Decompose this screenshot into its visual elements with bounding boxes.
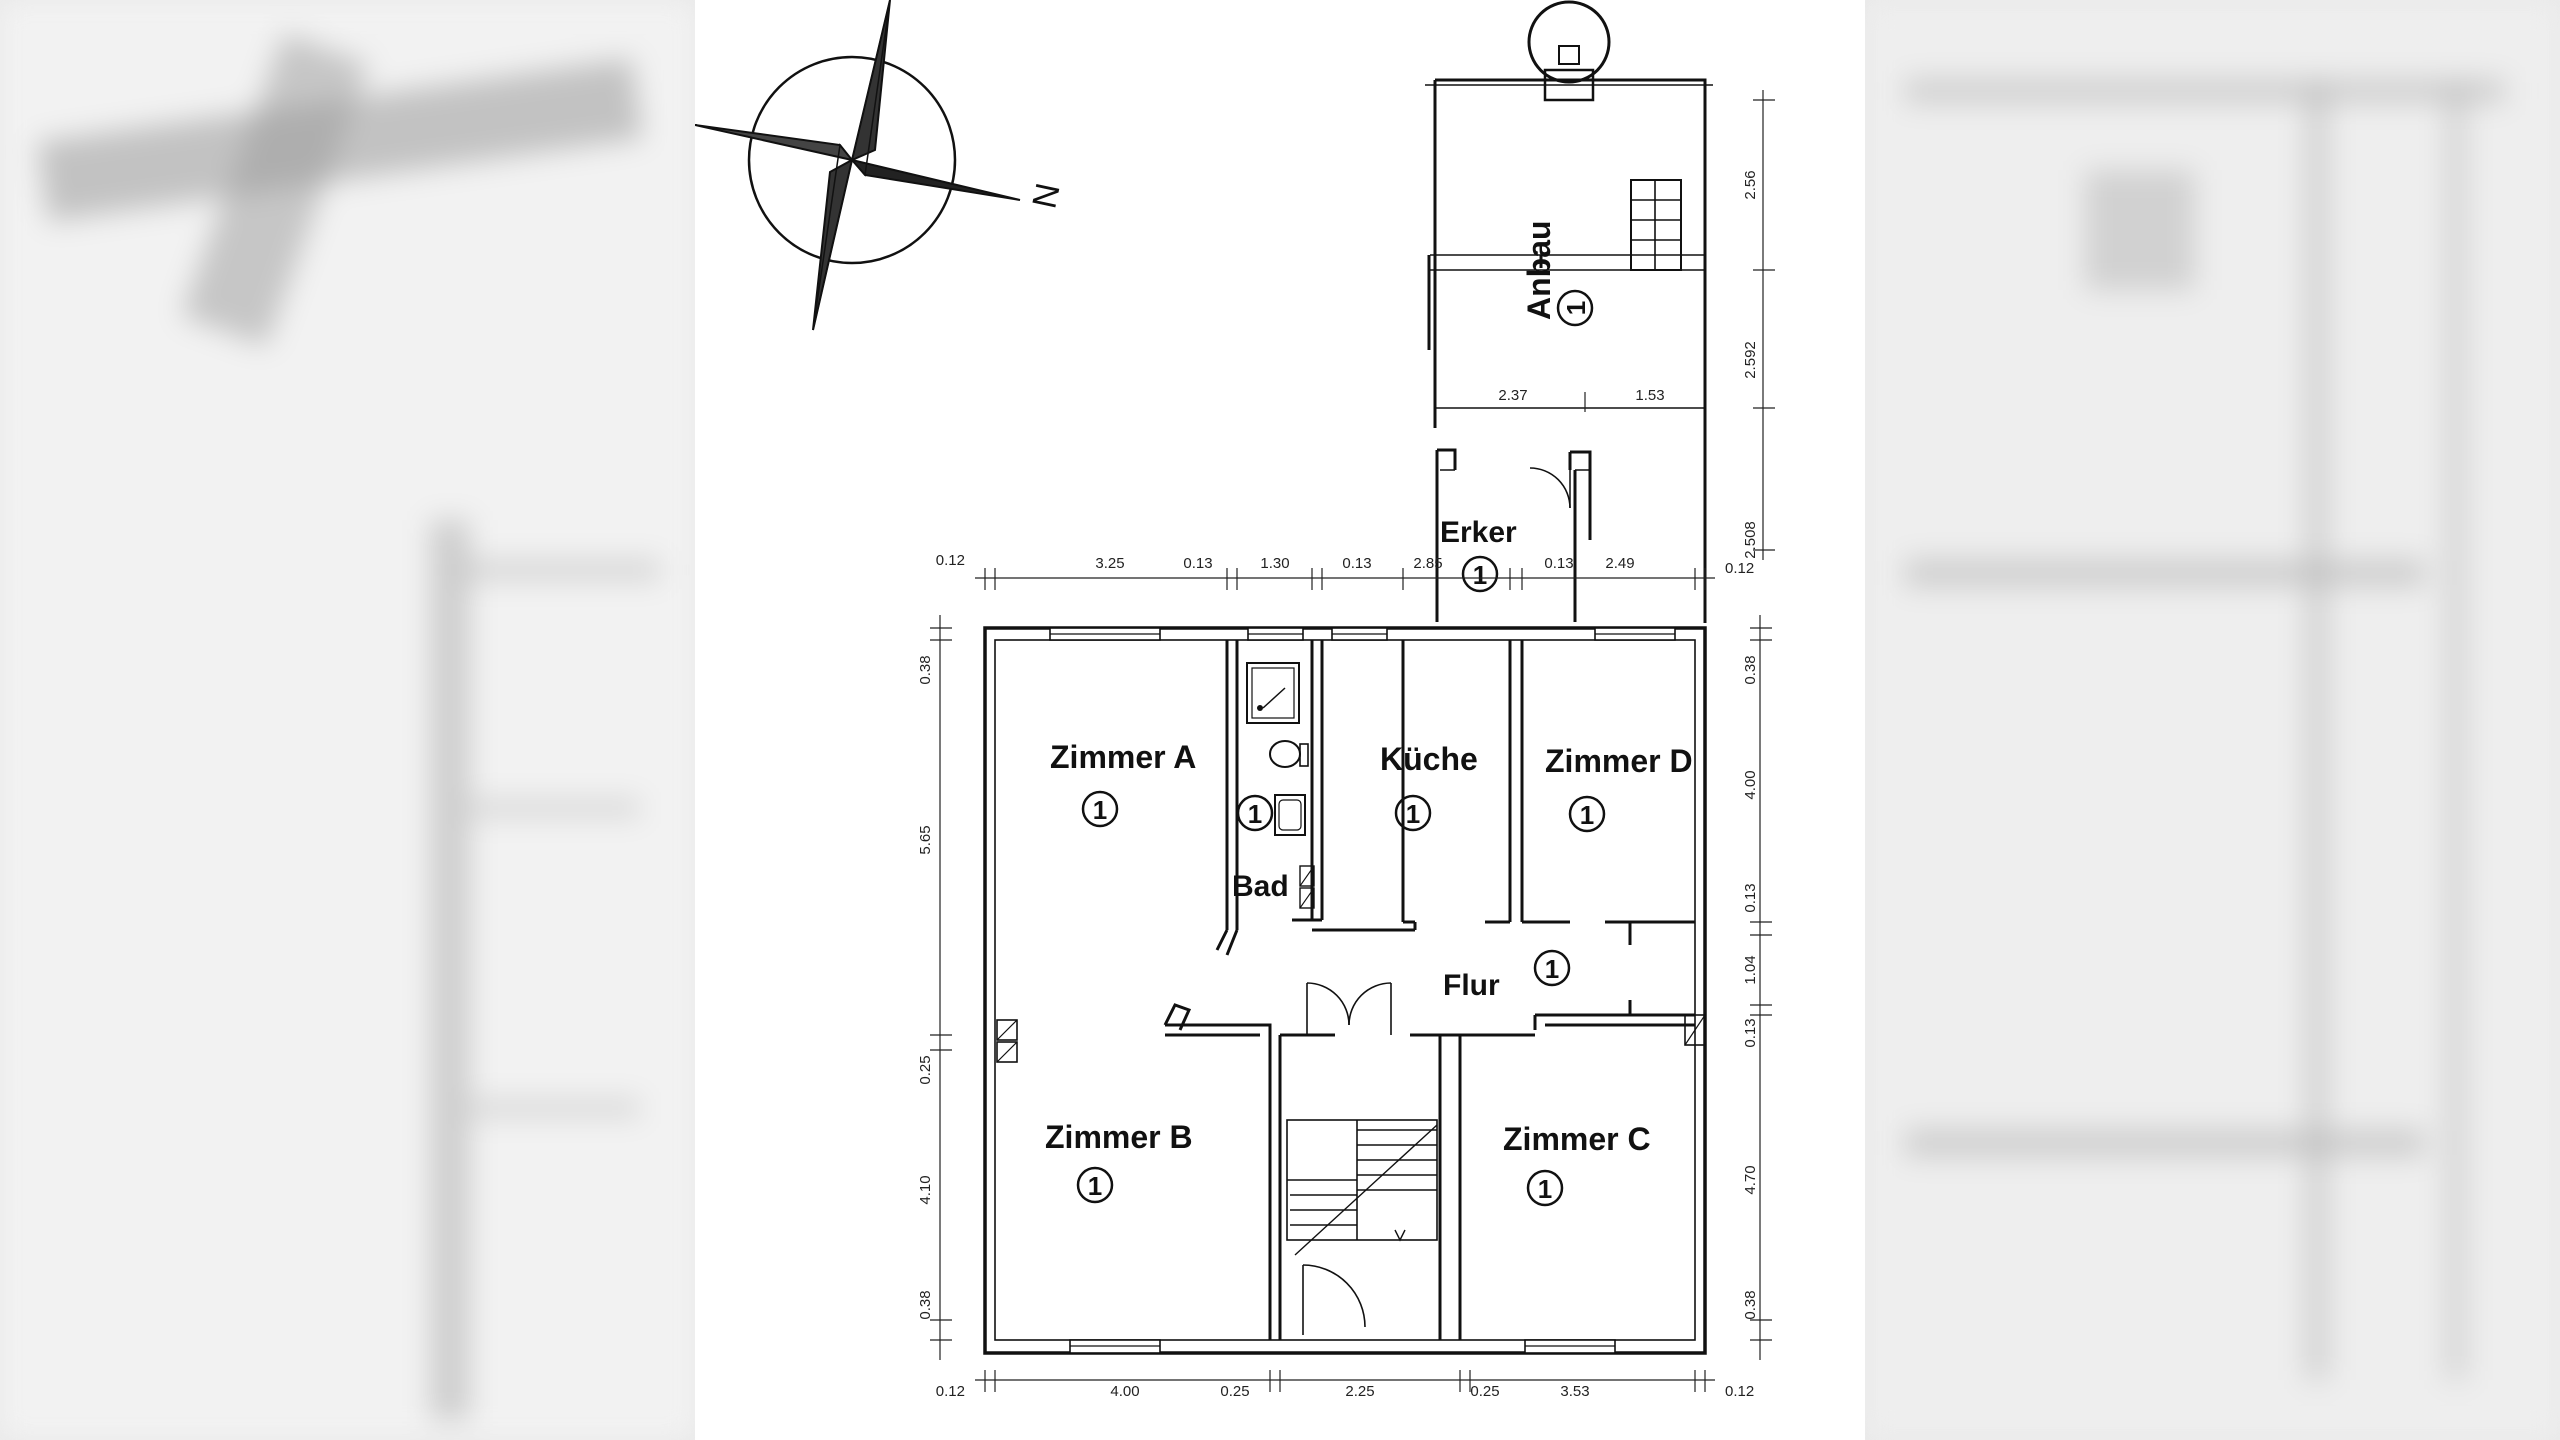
unit-marker-zimmer-d: 1 (1580, 800, 1594, 830)
dim-top-5: 2.85 (1413, 555, 1442, 572)
unit-marker-erker: 1 (1473, 560, 1487, 590)
unit-marker-anbau: 1 (1561, 301, 1591, 315)
dim-bottom-4: 0.25 (1470, 1383, 1499, 1400)
room-label-zimmer-a: Zimmer A (1050, 739, 1196, 775)
room-label-zimmer-c: Zimmer C (1503, 1121, 1651, 1157)
north-label: N (1025, 180, 1067, 212)
dim-annex-2: 2.508 (1742, 521, 1759, 559)
room-flur: 1 Flur (1443, 949, 1571, 1002)
room-label-kueche: Küche (1380, 741, 1478, 777)
floor-plan-sheet: N (695, 0, 1865, 1440)
dim-right-3: 1.04 (1742, 955, 1759, 984)
room-label-zimmer-d: Zimmer D (1545, 743, 1693, 779)
room-zimmer-c: Zimmer C 1 (1503, 1121, 1651, 1207)
room-label-zimmer-b: Zimmer B (1045, 1119, 1193, 1155)
dim-top-6: 0.13 (1544, 555, 1573, 572)
unit-marker-zimmer-b: 1 (1088, 1171, 1102, 1201)
dim-left-2: 0.25 (917, 1055, 934, 1084)
compass-rose-icon (695, 0, 1021, 331)
dim-bottom-0: 0.12 (936, 1383, 965, 1400)
dim-right-4: 0.13 (1742, 1018, 1759, 1047)
room-anbau: Anbau 1 (1521, 220, 1594, 327)
dim-left-4: 0.38 (917, 1290, 934, 1319)
room-label-anbau: Anbau (1521, 220, 1557, 320)
dim-annex-inner-0: 2.37 (1498, 387, 1527, 404)
room-zimmer-b: Zimmer B 1 (1045, 1119, 1193, 1204)
annex-walls (1425, 0, 1713, 623)
blurred-background-left (0, 0, 695, 1440)
unit-marker-zimmer-c: 1 (1538, 1174, 1552, 1204)
dimension-row-annex: 2.37 1.53 (1498, 387, 1665, 412)
dim-bottom-2: 0.25 (1220, 1383, 1249, 1400)
room-label-bad: Bad (1232, 870, 1289, 903)
dim-bottom-5: 3.53 (1560, 1383, 1589, 1400)
room-kueche: Küche 1 (1380, 741, 1478, 832)
dim-top-7: 2.49 (1605, 555, 1634, 572)
unit-marker-zimmer-a: 1 (1093, 795, 1107, 825)
unit-marker-flur: 1 (1545, 954, 1559, 984)
floor-plan: N (695, 0, 1775, 1400)
dim-left-0: 0.38 (917, 655, 934, 684)
dim-left-1: 5.65 (917, 825, 934, 854)
dim-bottom-3: 2.25 (1345, 1383, 1374, 1400)
dim-left-3: 4.10 (917, 1175, 934, 1204)
dim-right-0: 0.38 (1742, 655, 1759, 684)
dim-bottom-1: 4.00 (1110, 1383, 1139, 1400)
dim-right-2: 0.13 (1742, 883, 1759, 912)
room-label-flur: Flur (1443, 969, 1500, 1002)
interior-walls (996, 640, 1706, 1340)
unit-marker-kueche: 1 (1406, 799, 1420, 829)
dim-top-8: 0.12 (1725, 560, 1754, 577)
dim-top-3: 1.30 (1260, 555, 1289, 572)
bathroom-fixtures (1246, 662, 1315, 909)
dim-top-1: 3.25 (1095, 555, 1124, 572)
dim-right-1: 4.00 (1742, 770, 1759, 799)
dimension-column-annex: 2.56 2.592 2.508 (1742, 90, 1775, 560)
dim-annex-0: 2.56 (1742, 170, 1759, 199)
room-zimmer-d: Zimmer D 1 (1545, 743, 1693, 833)
dimension-column-right: 0.38 4.00 0.13 1.04 0.13 4.70 0.38 (1742, 615, 1772, 1360)
room-zimmer-a: Zimmer A 1 (1050, 739, 1196, 828)
dim-top-0: 0.12 (936, 552, 965, 569)
staircase-icon (1286, 1119, 1438, 1256)
erker-walls (1435, 448, 1592, 622)
room-label-erker: Erker (1440, 516, 1517, 549)
dim-annex-inner-1: 1.53 (1635, 387, 1664, 404)
dimension-row-bottom: 0.12 4.00 0.25 2.25 0.25 3.53 0.12 (936, 1370, 1754, 1400)
dim-bottom-6: 0.12 (1725, 1383, 1754, 1400)
dim-top-4: 0.13 (1342, 555, 1371, 572)
room-erker: Erker 1 (1440, 516, 1517, 593)
flur-double-door-icon (1306, 982, 1392, 1035)
dim-top-2: 0.13 (1183, 555, 1212, 572)
unit-marker-bad: 1 (1248, 799, 1262, 829)
dim-right-5: 4.70 (1742, 1165, 1759, 1194)
blurred-background-right (1865, 0, 2560, 1440)
dimension-row-top: 0.12 3.25 0.13 1.30 0.13 2.85 0.13 2.49 … (936, 552, 1754, 590)
room-bad: 1 Bad (1232, 794, 1289, 903)
entrance-door-icon (1302, 1264, 1366, 1335)
dim-right-6: 0.38 (1742, 1290, 1759, 1319)
dimension-column-left: 0.38 5.65 0.25 4.10 0.38 (917, 615, 952, 1360)
dim-annex-1: 2.592 (1742, 341, 1759, 379)
main-outer-walls (983, 626, 1707, 1355)
